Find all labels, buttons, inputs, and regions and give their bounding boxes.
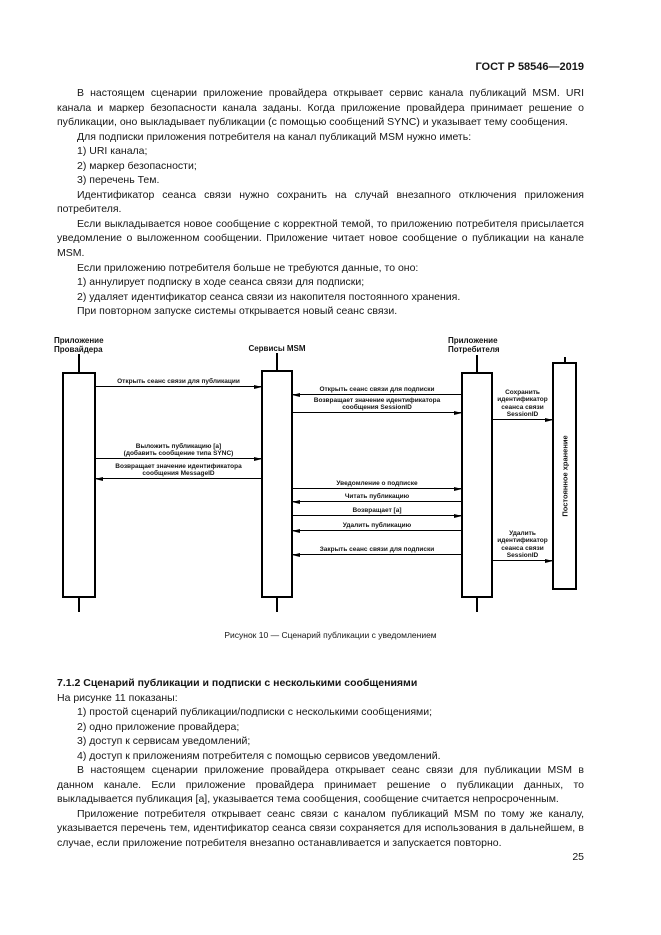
message-notification: Уведомление о подписке [293,480,462,491]
activation-storage: Постоянное хранение [552,362,577,590]
message-read-publication: Читать публикацию [292,493,461,504]
list-item: 1) аннулирует подписку в ходе сеанса свя… [77,276,365,289]
lifeline-provider-label: Приложение Провайдера [54,336,104,354]
arrow-right-icon [254,384,262,389]
lifeline-consumer-label: Приложение Потребителя [448,336,500,354]
page-number: 25 [572,851,584,863]
message-label: Выложить публикацию [a] (добавить сообще… [123,442,234,458]
message-delete-publication: Удалить публикацию [292,522,461,533]
message-label: Удалить публикацию [342,522,412,530]
message-label: Уведомление о подписке [336,480,418,488]
paragraph: На рисунке 11 показаны: [57,691,178,704]
arrow-left-icon [292,392,300,397]
section-heading: 7.1.2 Сценарий публикации и подписки с н… [57,677,418,689]
arrow-left-icon [292,528,300,533]
lifeline-msm-label: Сервисы MSM [248,344,306,353]
intro-text-block: В настоящем сценарии приложение провайде… [57,86,584,319]
message-label: Возвращает значение идентификатора сообщ… [115,462,242,478]
figure-caption: Рисунок 10 — Сценарий публикации с уведо… [224,630,437,640]
message-label: Читать публикацию [344,493,410,501]
list-item: 2) удаляет идентификатор сеанса связи из… [77,290,461,303]
lifeline-storage-line [564,357,566,362]
paragraph: Если выкладывается новое сообщение с кор… [57,217,584,260]
paragraph: В настоящем сценарии приложение провайде… [57,87,584,129]
arrow-left-icon [292,552,300,557]
message-label: Удалить идентификатор сеанса связи Sessi… [497,529,548,560]
activation-provider [62,372,96,598]
arrow-right-icon [545,558,553,563]
arrow-left-icon [95,476,103,481]
message-label: Открыть сеанс связи для публикации [117,378,240,386]
message-label: Сохранить идентификатор сеанса связи Ses… [497,388,548,419]
list-item: 4) доступ к приложениям потребителя с по… [77,749,441,762]
storage-label: Постоянное хранение [560,435,569,517]
arrow-right-icon [545,417,553,422]
arrow-right-icon [454,513,462,518]
lifeline-consumer-line [476,598,478,612]
paragraph: При повторном запуске системы открываетс… [77,305,398,318]
message-post-publication: Выложить публикацию [a] (добавить сообще… [96,443,262,461]
lifeline-provider-line [78,598,80,612]
message-label: Возвращает [a] [352,507,402,515]
message-delete-sessionid: Удалить идентификатор сеанса связи Sessi… [493,530,553,563]
paragraph: В настоящем сценарии приложение провайде… [57,764,584,806]
message-return-sessionid: Возвращает значение идентификатора сообщ… [293,397,462,415]
paragraph: Приложение потребителя открывает сеанс с… [57,807,584,850]
paragraph: Идентификатор сеанса связи нужно сохрани… [57,188,584,216]
message-open-session-subscription: Открыть сеанс связи для подписки [292,386,461,397]
arrow-right-icon [454,410,462,415]
message-label: Закрыть сеанс связи для подписки [319,546,435,554]
arrow-left-icon [292,499,300,504]
paragraph: Если приложению потребителя больше не тр… [77,261,419,274]
section-block: 7.1.2 Сценарий публикации и подписки с н… [57,676,584,851]
activation-consumer [461,372,493,598]
document-header: ГОСТ Р 58546—2019 [475,61,584,73]
message-label: Открыть сеанс связи для подписки [319,386,435,394]
message-open-session-publication: Открыть сеанс связи для публикации [96,378,262,389]
lifeline-consumer-line [476,355,478,372]
list-item: 3) перечень Тем. [77,174,160,187]
list-item: 1) URI канала; [77,145,148,158]
paragraph: Для подписки приложения потребителя на к… [77,130,472,143]
message-return-messageid: Возвращает значение идентификатора сообщ… [95,463,261,481]
list-item: 2) одно приложение провайдера; [77,720,240,733]
message-save-sessionid: Сохранить идентификатор сеанса связи Ses… [493,389,553,422]
list-item: 3) доступ к сервисам уведомлений; [77,735,251,748]
activation-msm [261,370,293,598]
list-item: 1) простой сценарий публикации/подписки … [77,706,433,719]
message-label: Возвращает значение идентификатора сообщ… [313,396,441,412]
list-item: 2) маркер безопасности; [77,159,197,172]
lifeline-msm-line [276,598,278,612]
arrow-right-icon [254,456,262,461]
lifeline-provider-line [78,354,80,372]
message-return-a: Возвращает [a] [293,507,462,518]
message-close-session-subscription: Закрыть сеанс связи для подписки [292,546,461,557]
lifeline-msm-line [276,353,278,370]
arrow-right-icon [454,486,462,491]
